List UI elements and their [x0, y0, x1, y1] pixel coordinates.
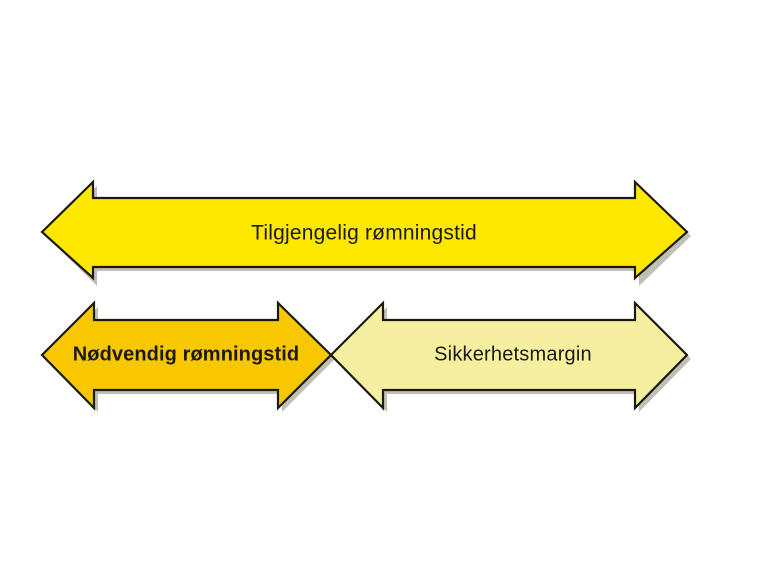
arrow-margin-body — [329, 300, 689, 411]
arrow-required-label: Nødvendig rømningstid — [73, 343, 300, 365]
arrow-available-egress-time: Tilgjengelig rømningstid — [40, 179, 691, 286]
arrow-safety-margin: Sikkerhetsmargin — [329, 300, 691, 412]
arrow-available-label: Tilgjengelig rømningstid — [251, 222, 477, 245]
arrow-available-body — [40, 179, 689, 281]
arrow-margin-label: Sikkerhetsmargin — [434, 343, 592, 365]
arrow-required-egress-time: Nødvendig rømningstid — [40, 300, 335, 412]
